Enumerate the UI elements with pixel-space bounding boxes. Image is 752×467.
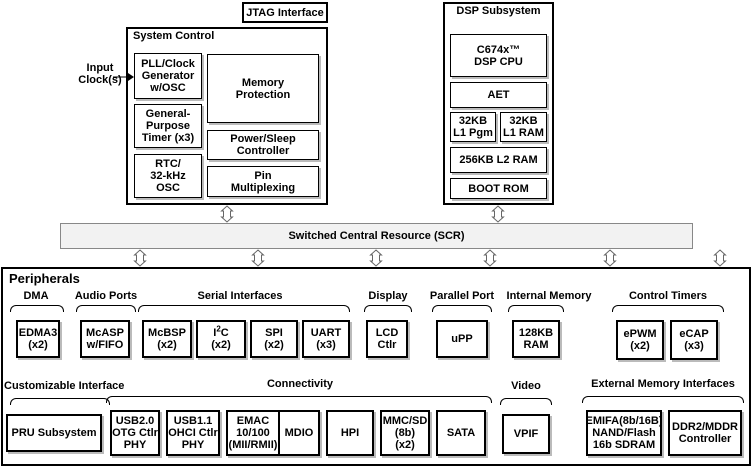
aet-block: AET (450, 82, 547, 108)
pin-multiplexing-block: Pin Multiplexing (207, 166, 319, 197)
boot-rom-block: BOOT ROM (450, 178, 547, 199)
emifa-block: EMIFA(8b/16B) NAND/Flash 16b SDRAM (586, 410, 663, 456)
bus-arrow (491, 205, 505, 223)
mdio-block: MDIO (278, 410, 320, 456)
connectivity-group-label: Connectivity (266, 378, 333, 390)
upp-block: uPP (436, 320, 488, 358)
intmem-bracket (508, 305, 564, 312)
peripherals-title: Peripherals (9, 271, 80, 286)
display-bracket (364, 305, 412, 312)
connectivity-bracket (106, 396, 492, 403)
customizable-interface-group-label: Customizable Interface (4, 380, 125, 392)
parallel-port-group-label: Parallel Port (429, 290, 495, 302)
audio-ports-group-label: Audio Ports (74, 290, 138, 302)
i2c-letter: I (213, 327, 217, 339)
bus-arrow (603, 249, 617, 267)
i2c-superscript: 2 (216, 324, 221, 334)
edma3-block: EDMA3 (x2) (16, 320, 60, 358)
timers-bracket (612, 305, 724, 312)
power-sleep-controller-block: Power/Sleep Controller (207, 130, 319, 160)
bus-arrow (713, 249, 727, 267)
sata-block: SATA (436, 410, 486, 456)
system-control-title: System Control (133, 30, 215, 42)
usb1-ohci-block: USB1.1 OHCI Ctlr PHY (166, 410, 220, 456)
serial-bracket (138, 305, 350, 312)
bus-arrow (220, 205, 234, 223)
bus-arrow (251, 249, 265, 267)
memory-protection-block: Memory Protection (207, 54, 319, 123)
dma-bracket (10, 305, 64, 312)
l1-ram-block: 32KB L1 RAM (500, 112, 547, 142)
custom-bracket (10, 398, 110, 405)
bus-arrow (483, 249, 497, 267)
external-memory-group-label: External Memory Interfaces (591, 378, 735, 390)
control-timers-group-label: Control Timers (628, 290, 708, 302)
pru-subsystem-block: PRU Subsystem (6, 414, 102, 452)
serial-interfaces-group-label: Serial Interfaces (197, 290, 283, 302)
pll-clock-generator-block: PLL/Clock Generator w/OSC (134, 53, 202, 99)
bus-arrow (133, 249, 147, 267)
epwm-block: ePWM (x2) (616, 320, 664, 360)
scr-bar: Switched Central Resource (SCR) (60, 223, 693, 249)
usb2-otg-block: USB2.0 OTG Ctlr PHY (110, 410, 160, 456)
hpi-block: HPI (326, 410, 374, 456)
rtc-osc-block: RTC/ 32-kHz OSC (134, 154, 202, 198)
dsp-cpu-block: C674x™ DSP CPU (450, 34, 547, 77)
general-purpose-timer-block: General- Purpose Timer (x3) (134, 104, 202, 148)
video-group-label: Video (511, 380, 541, 392)
mmc-sd-block: MMC/SD (8b) (x2) (380, 410, 430, 456)
extmem-bracket (582, 396, 744, 403)
dsp-subsystem-title: DSP Subsystem (456, 5, 541, 17)
mcbsp-block: McBSP (x2) (142, 320, 192, 358)
dma-group-label: DMA (23, 290, 49, 302)
emac-block: EMAC 10/100 (MII/RMII) (226, 410, 280, 456)
l2-ram-block: 256KB L2 RAM (450, 147, 547, 173)
i2c-rest: C (x2) (211, 327, 231, 351)
lcd-controller-block: LCD Ctlr (366, 320, 408, 358)
display-group-label: Display (368, 290, 408, 302)
input-clock-label: Input Clock(s) (78, 62, 122, 86)
internal-ram-block: 128KB RAM (512, 320, 560, 358)
uart-block: UART (x3) (302, 320, 350, 358)
bus-arrow (369, 249, 383, 267)
jtag-interface-block: JTAG Interface (242, 2, 328, 23)
ddr2-mddr-controller-block: DDR2/MDDR Controller (668, 410, 742, 456)
video-bracket (500, 398, 552, 405)
spi-block: SPI (x2) (250, 320, 298, 358)
i2c-block: I2C (x2) (196, 320, 246, 358)
parallel-bracket (432, 305, 492, 312)
mcasp-block: McASP w/FIFO (80, 320, 130, 358)
audio-bracket (76, 305, 136, 312)
l1-pgm-block: 32KB L1 Pgm (450, 112, 496, 142)
internal-memory-group-label: Internal Memory (506, 290, 592, 302)
ecap-block: eCAP (x3) (670, 320, 718, 360)
vpif-block: VPIF (502, 414, 550, 454)
